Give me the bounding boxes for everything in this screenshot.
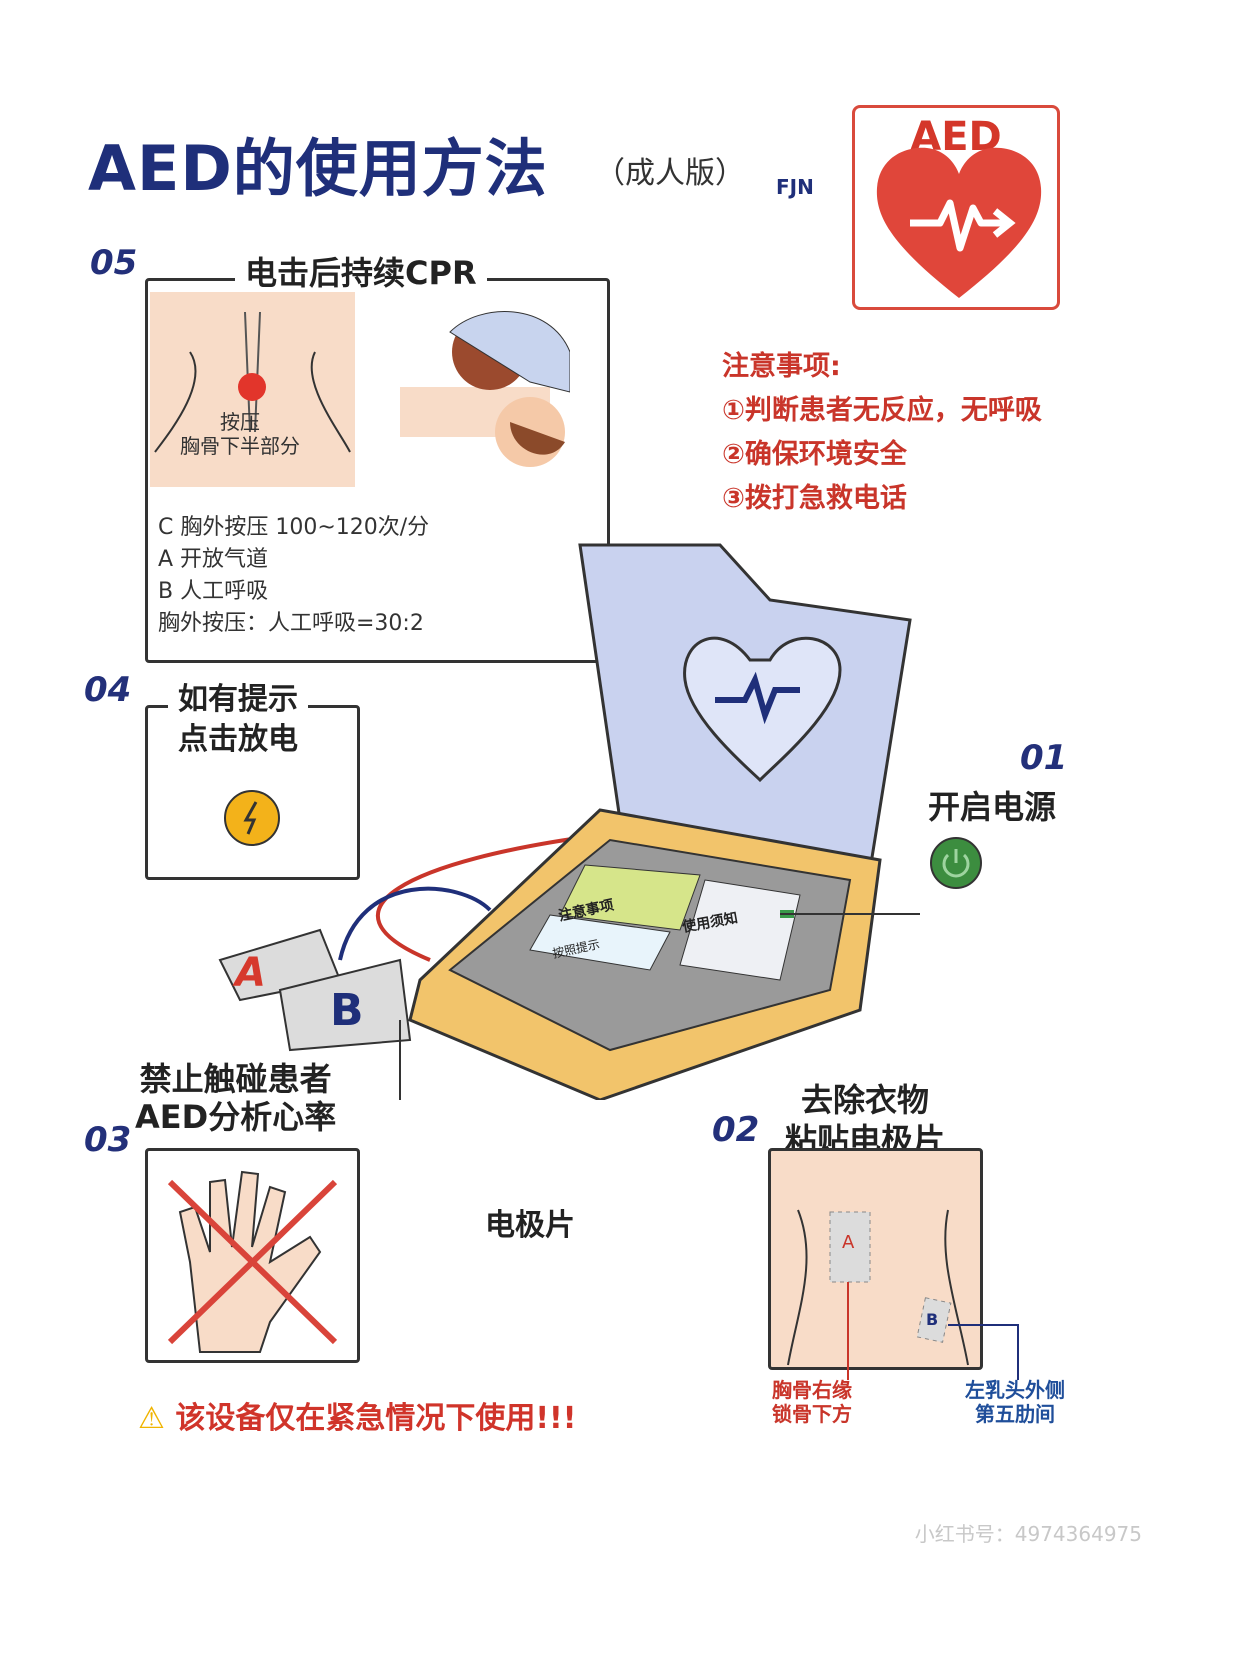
- heart-icon: [876, 147, 1042, 298]
- step-04-title: 如有提示 点击放电: [168, 680, 308, 760]
- pad-a-position: 胸骨右缘 锁骨下方: [772, 1378, 852, 1426]
- step-05-number: 05: [90, 243, 138, 283]
- pad-b-label: B: [330, 985, 364, 1036]
- note-item: ②确保环境安全: [722, 439, 907, 470]
- watermark: 小红书号：4974364975: [914, 1522, 1142, 1546]
- step-02-number: 02: [712, 1110, 760, 1150]
- cpr-line: 胸外按压：人工呼吸=30:2: [158, 611, 424, 636]
- step-02-line1: 去除衣物: [801, 1081, 930, 1119]
- cpr-line: A 开放气道: [158, 547, 269, 572]
- pad-a-pos-line1: 胸骨右缘: [772, 1378, 852, 1402]
- cpr-line: B 人工呼吸: [158, 579, 269, 604]
- aed-logo: AED: [852, 105, 1060, 310]
- page-title: AED的使用方法: [88, 132, 548, 205]
- step-03-line1: 禁止触碰患者: [139, 1060, 332, 1098]
- page-subtitle: （成人版）: [595, 156, 745, 191]
- shock-button-icon[interactable]: [222, 788, 282, 848]
- cpr-line: C 胸外按压 100~120次/分: [158, 515, 430, 540]
- step-03-title: 禁止触碰患者 AED分析心率: [135, 1060, 336, 1136]
- pad-b-position: 左乳头外侧 第五肋间: [965, 1378, 1065, 1426]
- pad-a-label: A: [235, 950, 266, 996]
- step-03-line2: AED分析心率: [135, 1098, 337, 1136]
- no-touch-hand-icon: [167, 1170, 338, 1353]
- pad-b-marker: B: [926, 1310, 939, 1329]
- notes-heading: 注意事项:: [722, 351, 841, 382]
- pad-a-marker: A: [842, 1232, 855, 1253]
- step-03-number: 03: [84, 1120, 132, 1160]
- brand-logo: FJN: [776, 175, 814, 199]
- pad-placement-illustration: [787, 1209, 1019, 1380]
- warning-banner: ⚠ 该设备仅在紧急情况下使用!!!: [138, 1393, 576, 1437]
- notes-panel: 注意事项: ①判断患者无反应，无呼吸 ②确保环境安全 ③拨打急救电话: [722, 345, 1042, 521]
- step-04-number: 04: [84, 670, 132, 710]
- step-01-number: 01: [1020, 738, 1068, 778]
- step-04-line2: 点击放电: [178, 722, 298, 757]
- electrode-label: 电极片: [485, 1208, 575, 1243]
- warning-icon: ⚠: [138, 1401, 165, 1436]
- cpr-illustration: [150, 292, 570, 487]
- power-button-icon[interactable]: [928, 835, 984, 891]
- pad-b-pos-line2: 第五肋间: [975, 1402, 1055, 1426]
- press-position-label: 按压 胸骨下半部分: [180, 410, 300, 458]
- warning-text: 该设备仅在紧急情况下使用!!!: [175, 1401, 577, 1436]
- note-item: ③拨打急救电话: [722, 483, 907, 514]
- step-05-title: 电击后持续CPR: [235, 248, 487, 294]
- note-item: ①判断患者无反应，无呼吸: [722, 395, 1042, 426]
- press-label-line1: 按压: [220, 410, 260, 434]
- pad-a-pos-line2: 锁骨下方: [772, 1402, 852, 1426]
- press-label-line2: 胸骨下半部分: [180, 434, 300, 458]
- cpr-instructions: C 胸外按压 100~120次/分 A 开放气道 B 人工呼吸 胸外按压：人工呼…: [158, 512, 429, 640]
- aed-device-illustration: [218, 543, 920, 1100]
- step-01-title: 开启电源: [928, 788, 1057, 826]
- step-04-line1: 如有提示: [178, 682, 298, 717]
- pad-b-pos-line1: 左乳头外侧: [965, 1378, 1065, 1402]
